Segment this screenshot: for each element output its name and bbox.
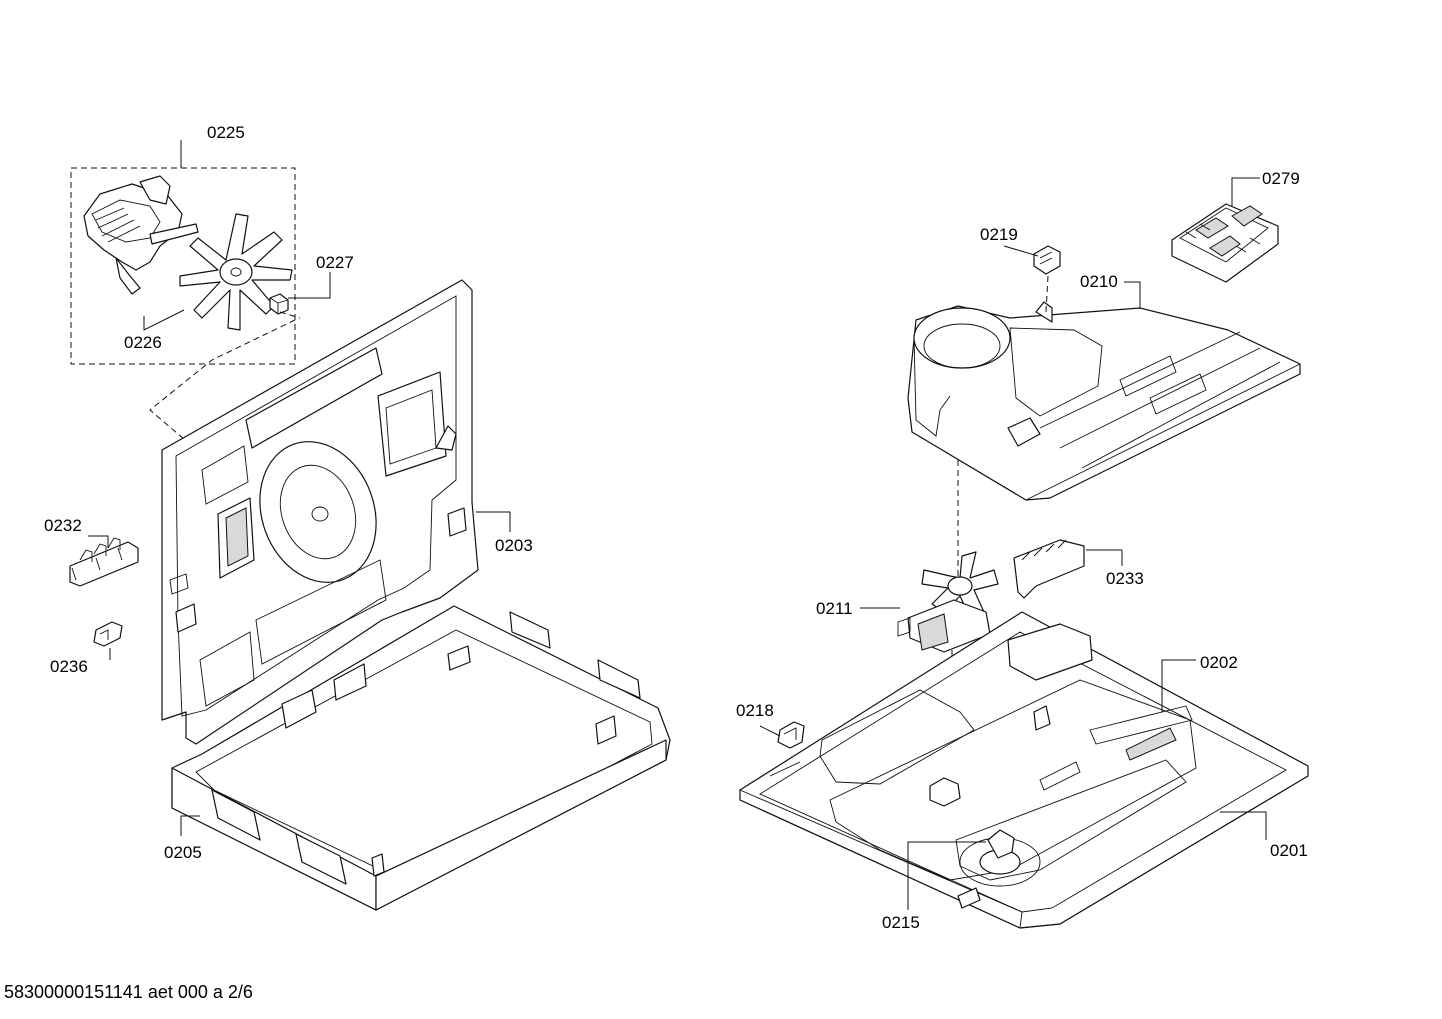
bracket-strip-part bbox=[1013, 539, 1085, 599]
sensor-part bbox=[1033, 245, 1061, 275]
control-module-part bbox=[1171, 203, 1279, 283]
callout-0210: 0210 bbox=[1080, 272, 1118, 291]
cooling-fan-part bbox=[897, 551, 999, 653]
document-id-footer: 58300000151141 aet 000 a 2/6 bbox=[4, 982, 253, 1002]
callout-0226: 0226 bbox=[124, 333, 162, 352]
callout-0202: 0202 bbox=[1200, 653, 1238, 672]
callout-0236: 0236 bbox=[50, 657, 88, 676]
fan-blade-part bbox=[179, 213, 293, 331]
nut-part bbox=[269, 293, 289, 315]
callout-0218: 0218 bbox=[736, 701, 774, 720]
callout-0227: 0227 bbox=[316, 253, 354, 272]
callout-0279: 0279 bbox=[1262, 169, 1300, 188]
callout-0219: 0219 bbox=[980, 225, 1018, 244]
leader-lines-left bbox=[88, 140, 511, 836]
bottom-tray-part bbox=[171, 605, 671, 911]
callout-0211: 0211 bbox=[816, 599, 853, 618]
callout-0203: 0203 bbox=[495, 536, 533, 555]
callout-0225: 0225 bbox=[207, 123, 245, 142]
callout-0201: 0201 bbox=[1270, 841, 1308, 860]
small-switch-part bbox=[777, 721, 805, 749]
callout-0233: 0233 bbox=[1106, 569, 1144, 588]
fan-motor-part bbox=[83, 175, 199, 295]
callout-0215: 0215 bbox=[882, 913, 920, 932]
top-duct-assembly bbox=[907, 301, 1301, 501]
rear-wall-panel bbox=[161, 279, 479, 745]
terminal-block-part bbox=[69, 537, 139, 587]
callout-0232: 0232 bbox=[44, 516, 82, 535]
base-plate-part bbox=[739, 611, 1309, 929]
fan-motor-group-box bbox=[70, 167, 296, 365]
callout-0205: 0205 bbox=[164, 843, 202, 862]
small-clip-part bbox=[93, 621, 123, 647]
leader-lines-right bbox=[759, 177, 1267, 910]
